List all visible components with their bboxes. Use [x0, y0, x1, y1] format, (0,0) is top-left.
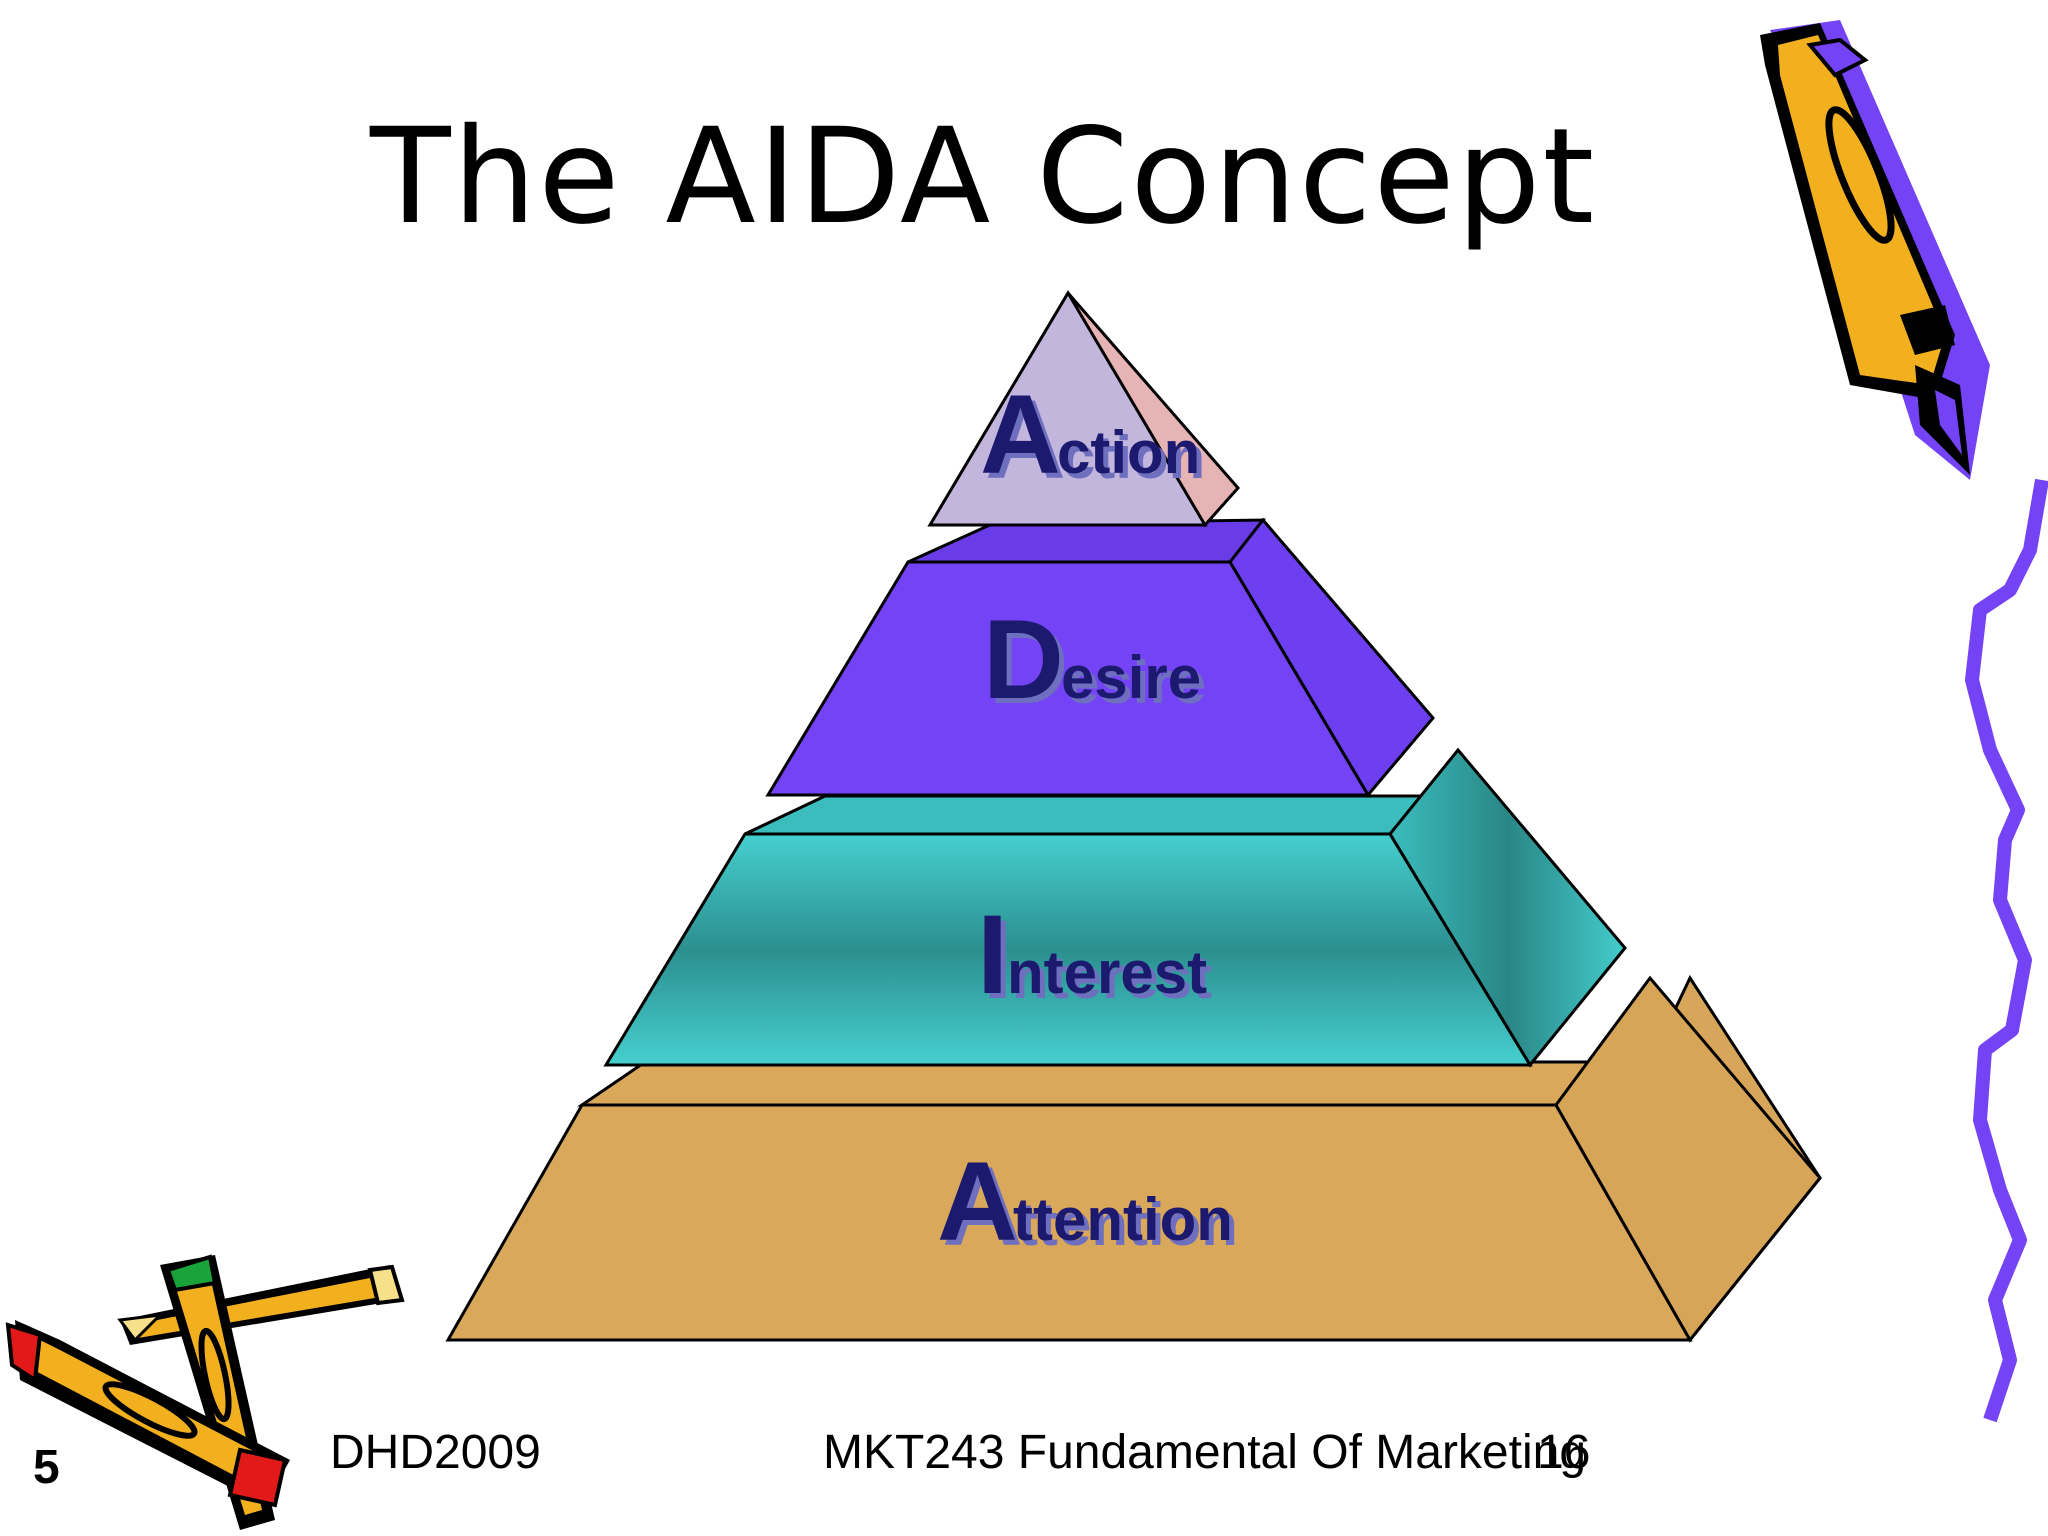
label-desire-rest: esire: [1061, 644, 1201, 711]
desire-front-face: [765, 560, 1371, 797]
label-attention: A ttention A ttention: [937, 1139, 1238, 1269]
footer-course-title: MKT243 Fundamental Of Marketing: [823, 1426, 1587, 1479]
label-action-initial: A: [980, 372, 1061, 497]
label-interest-rest-shadow: nterest: [1012, 944, 1212, 1011]
label-action-rest: ction: [1057, 419, 1200, 486]
label-attention-rest: ttention: [1013, 1186, 1233, 1253]
label-attention-initial-shadow: A: [942, 1144, 1023, 1269]
label-desire-initial: D: [983, 597, 1064, 722]
label-interest-initial: I: [977, 892, 1008, 1017]
interest-top-face: [744, 794, 1464, 836]
label-attention-rest-shadow: ttention: [1018, 1191, 1238, 1258]
pyramid-level-action: [927, 290, 1240, 528]
label-attention-initial: A: [937, 1139, 1018, 1264]
slide-number: 5: [33, 1441, 60, 1494]
label-desire-rest-shadow: esire: [1066, 649, 1206, 716]
label-desire-initial-shadow: D: [988, 602, 1069, 727]
label-interest-initial-shadow: I: [982, 897, 1013, 1022]
pencil-clipart-icon: [1760, 20, 1990, 480]
attention-top-face: [577, 1060, 1651, 1107]
label-interest: I nterest I nterest: [977, 892, 1212, 1022]
footer-page-number: 16: [1537, 1426, 1591, 1479]
label-action-initial-shadow: A: [985, 377, 1066, 502]
pencils-clipart-icon: [5, 1254, 405, 1530]
attention-right-face: [1554, 975, 1822, 1343]
pyramid-level-interest: [603, 747, 1627, 1068]
footer-author: DHD2009: [330, 1426, 541, 1479]
action-front-face: [927, 290, 1208, 527]
label-action: A ction A ction: [980, 372, 1205, 502]
pyramid-level-attention: [445, 974, 1822, 1343]
interest-front-face: [603, 832, 1533, 1067]
label-action-rest-shadow: ction: [1062, 424, 1205, 491]
slide-title: The AIDA Concept: [370, 100, 1597, 254]
label-desire: D esire D esire: [983, 597, 1206, 727]
label-interest-rest: nterest: [1007, 939, 1207, 1006]
squiggle-line-icon: [1965, 478, 2048, 1423]
pyramid-level-desire: [765, 517, 1435, 798]
